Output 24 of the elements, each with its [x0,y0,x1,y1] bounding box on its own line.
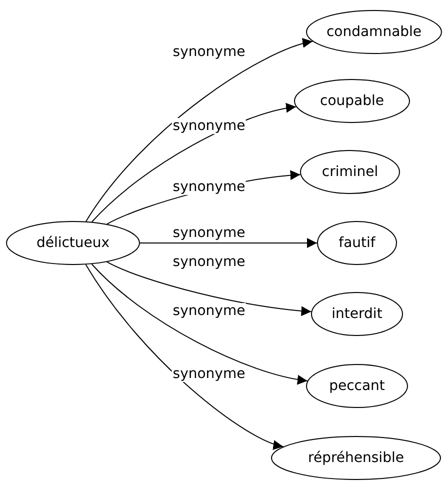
arrow [106,261,312,316]
node-label: délictueux [36,235,110,251]
node-label: condamnable [326,24,422,40]
arrow [85,264,284,449]
node-label: fautif [338,235,376,251]
edge-label: synonyme [172,118,246,134]
ellipse-node [300,150,400,194]
node-label: interdit [332,306,382,322]
edge-label: synonyme [172,303,246,319]
ellipse-node [311,292,403,336]
arrow [91,264,308,384]
ellipse-node [294,79,410,123]
node-label: répréhensible [308,450,404,466]
ellipse-node [317,221,397,265]
arrow [86,38,314,222]
ellipse-node [271,436,441,480]
ellipse-node [6,221,140,265]
ellipse-node [306,364,408,408]
arrow [140,238,318,248]
ellipse-node [306,10,442,54]
node-label: criminel [322,164,378,180]
edge-label: synonyme [172,179,246,195]
node-label: coupable [320,93,384,109]
node-label: peccant [329,378,385,394]
